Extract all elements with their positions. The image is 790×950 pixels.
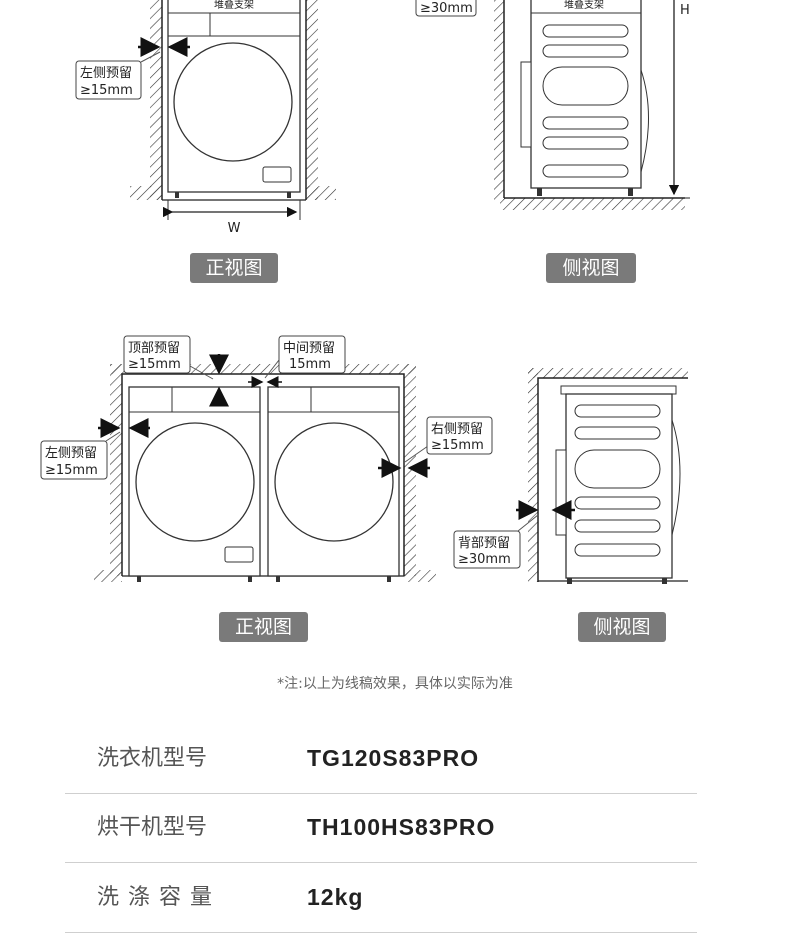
side-view-tag-2: 侧视图 — [578, 612, 666, 642]
svg-text:W: W — [228, 221, 241, 236]
svg-text:右侧预留: 右侧预留 — [431, 422, 483, 437]
bottom-side-view: 背部预留 ≥30mm — [453, 368, 688, 584]
stack-rack-label: 堆叠支架 — [214, 0, 254, 11]
left-wall — [150, 0, 162, 200]
bottom-front-view: 顶部预留 ≥15mm 中间预留 15mm 左侧预留 ≥15mm 右侧预留 ≥15… — [40, 335, 493, 582]
spec-value: TG120S83PRO — [307, 745, 480, 771]
right-wall — [306, 0, 318, 200]
door-circle — [173, 42, 293, 162]
svg-text:≥15mm: ≥15mm — [45, 463, 98, 478]
spec-row-capacity: 洗涤容量 12kg — [65, 863, 697, 933]
side-view-tag: 侧视图 — [546, 253, 636, 283]
svg-text:≥15mm: ≥15mm — [431, 438, 484, 453]
svg-text:背部预留: 背部预留 — [458, 536, 510, 551]
front-view-tag: 正视图 — [190, 253, 278, 283]
spec-label: 洗衣机型号 — [97, 746, 208, 771]
svg-text:≥15mm: ≥15mm — [128, 357, 181, 372]
left-gap-callout — [75, 60, 142, 100]
back-wall — [494, 0, 504, 200]
spec-value: TH100HS83PRO — [307, 814, 496, 840]
installation-diagrams: 堆叠支架 左侧预留 ≥15mm W ≥30mm 堆叠支架 — [40, 0, 690, 584]
spec-row-dryer-model: 烘干机型号 TH100HS83PRO — [65, 793, 697, 863]
svg-text:≥30mm: ≥30mm — [458, 552, 511, 567]
top-front-view: 堆叠支架 左侧预留 ≥15mm W — [75, 0, 336, 236]
svg-text:≥30mm: ≥30mm — [420, 1, 473, 16]
svg-text:顶部预留: 顶部预留 — [128, 341, 180, 356]
front-view-tag-2: 正视图 — [219, 612, 308, 642]
svg-text:左侧预留: 左侧预留 — [80, 66, 132, 81]
ceiling — [110, 364, 416, 374]
svg-text:堆叠支架: 堆叠支架 — [564, 0, 604, 11]
disclaimer-note: *注:以上为线稿效果，具体以实际为准 — [277, 676, 513, 692]
floor — [500, 198, 685, 210]
svg-text:H: H — [680, 3, 690, 18]
svg-text:≥15mm: ≥15mm — [80, 83, 133, 98]
spec-label: 洗涤容量 — [97, 885, 222, 910]
svg-text:15mm: 15mm — [289, 357, 331, 372]
spec-label: 烘干机型号 — [97, 815, 208, 840]
svg-text:左侧预留: 左侧预留 — [45, 446, 97, 461]
spec-row-washer-model: 洗衣机型号 TG120S83PRO — [65, 724, 697, 794]
spec-value: 12kg — [307, 884, 364, 910]
top-side-view: ≥30mm 堆叠支架 H — [415, 0, 690, 210]
svg-text:中间预留: 中间预留 — [283, 341, 335, 356]
